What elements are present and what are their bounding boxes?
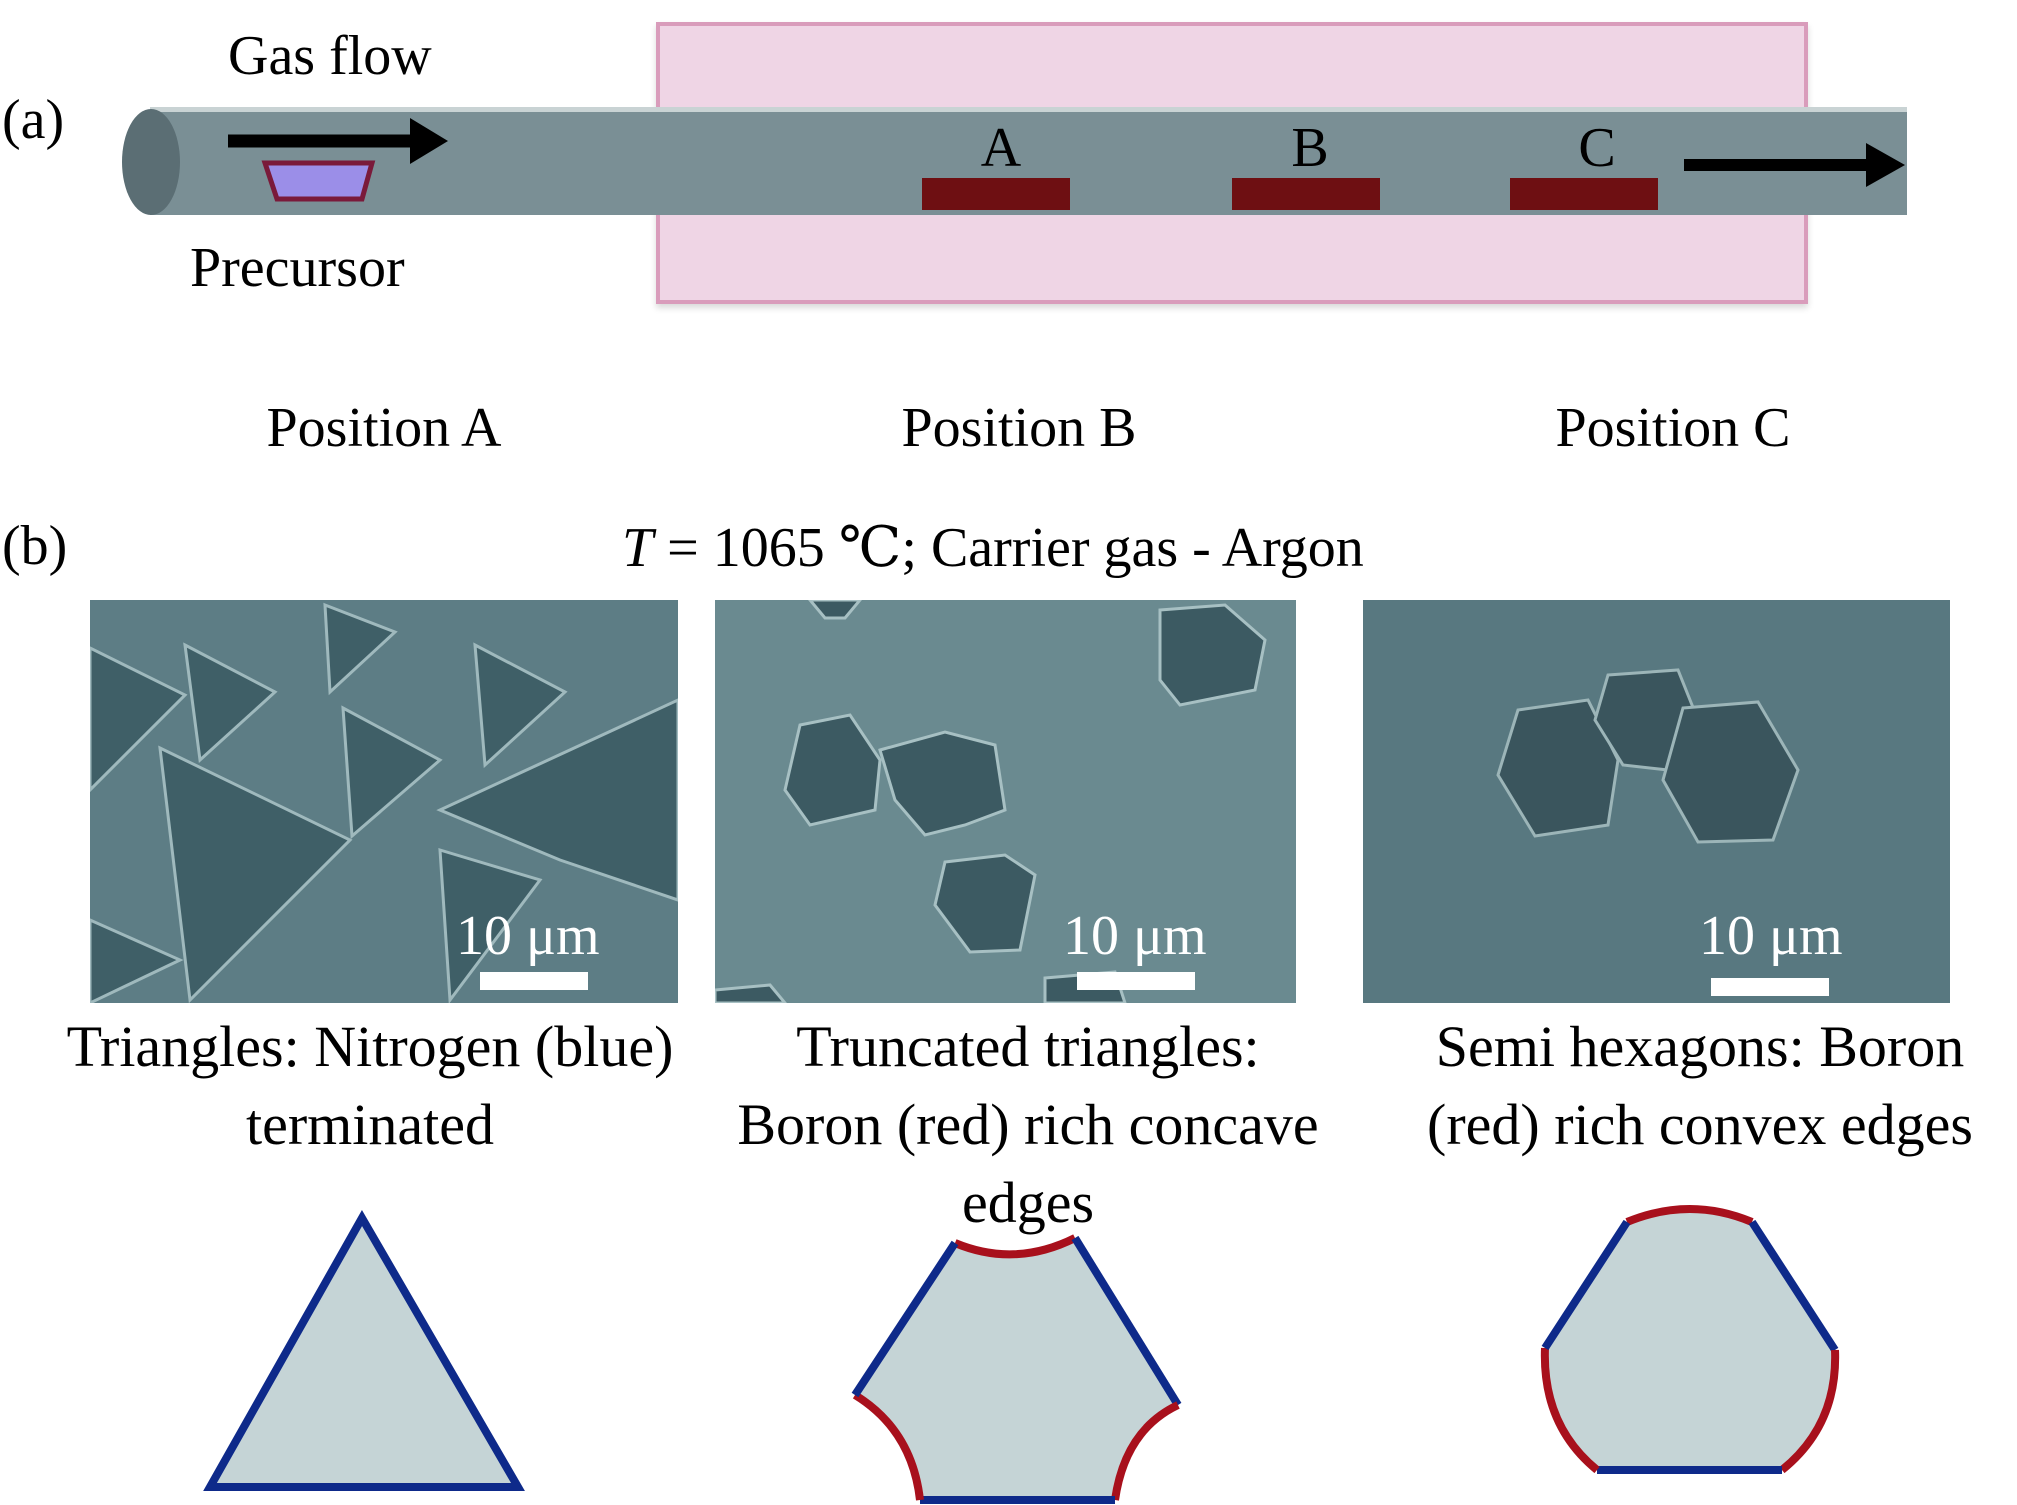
schematic-triangle [203, 1209, 525, 1491]
caption-c-line2: (red) rich convex edges [1427, 1092, 1973, 1157]
position-a-header: Position A [266, 397, 502, 459]
precursor-boat-icon [261, 160, 376, 202]
caption-position-a: Triangles: Nitrogen (blue) terminated [67, 1008, 674, 1164]
growth-conditions: T = 1065 ℃; Carrier gas - Argon [622, 520, 1364, 576]
substrate-label-c: C [1578, 117, 1616, 179]
panel-a-overlay [228, 118, 1905, 202]
scale-bar-label-a: 10 μm [456, 905, 600, 967]
panel-a-label: (a) [2, 89, 65, 151]
temperature-symbol: T [622, 517, 654, 579]
caption-position-b: Truncated triangles: Boron (red) rich co… [737, 1008, 1318, 1242]
substrate-c [1510, 178, 1658, 210]
sem-c-flakes [1496, 668, 1800, 844]
sem-a-flakes [90, 602, 678, 1003]
caption-a-line1: Triangles: Nitrogen (blue) [66, 1014, 674, 1079]
scale-bar-label-c: 10 μm [1699, 905, 1843, 967]
substrate-label-b: B [1291, 117, 1329, 179]
tube-opening [122, 109, 180, 215]
panel-b-label: (b) [2, 515, 68, 577]
sem-b-flakes [715, 600, 1267, 1003]
scale-bar-label-b: 10 μm [1063, 905, 1207, 967]
substrate-label-a: A [980, 117, 1022, 179]
caption-b-line3: edges [961, 1170, 1095, 1235]
substrate-b [1232, 178, 1380, 210]
caption-b-line2: Boron (red) rich concave [737, 1092, 1319, 1157]
gas-flow-arrow-icon [228, 118, 448, 164]
scale-bar-a [480, 972, 588, 990]
schematic-truncated-triangle [851, 1234, 1182, 1504]
sem-image-position-c: 10 μm [1363, 600, 1950, 1003]
caption-position-c: Semi hexagons: Boron (red) rich convex e… [1427, 1008, 1973, 1164]
scale-bar-c [1711, 978, 1829, 996]
sem-image-position-b: 10 μm [715, 600, 1296, 1003]
exhaust-arrow-icon [1684, 143, 1905, 187]
conditions-text: = 1065 ℃; Carrier gas - Argon [653, 517, 1364, 579]
caption-b-line1: Truncated triangles: [796, 1014, 1260, 1079]
caption-c-line1: Semi hexagons: Boron [1435, 1014, 1965, 1079]
position-c-header: Position C [1555, 397, 1791, 459]
schematic-semi-hexagon [1540, 1205, 1840, 1474]
precursor-label: Precursor [190, 237, 405, 299]
sem-image-position-a: 10 μm [90, 600, 678, 1003]
position-b-header: Position B [901, 397, 1137, 459]
gas-flow-label: Gas flow [228, 25, 432, 87]
substrate-a [922, 178, 1070, 210]
scale-bar-b [1077, 972, 1195, 990]
caption-a-line2: terminated [245, 1092, 495, 1157]
